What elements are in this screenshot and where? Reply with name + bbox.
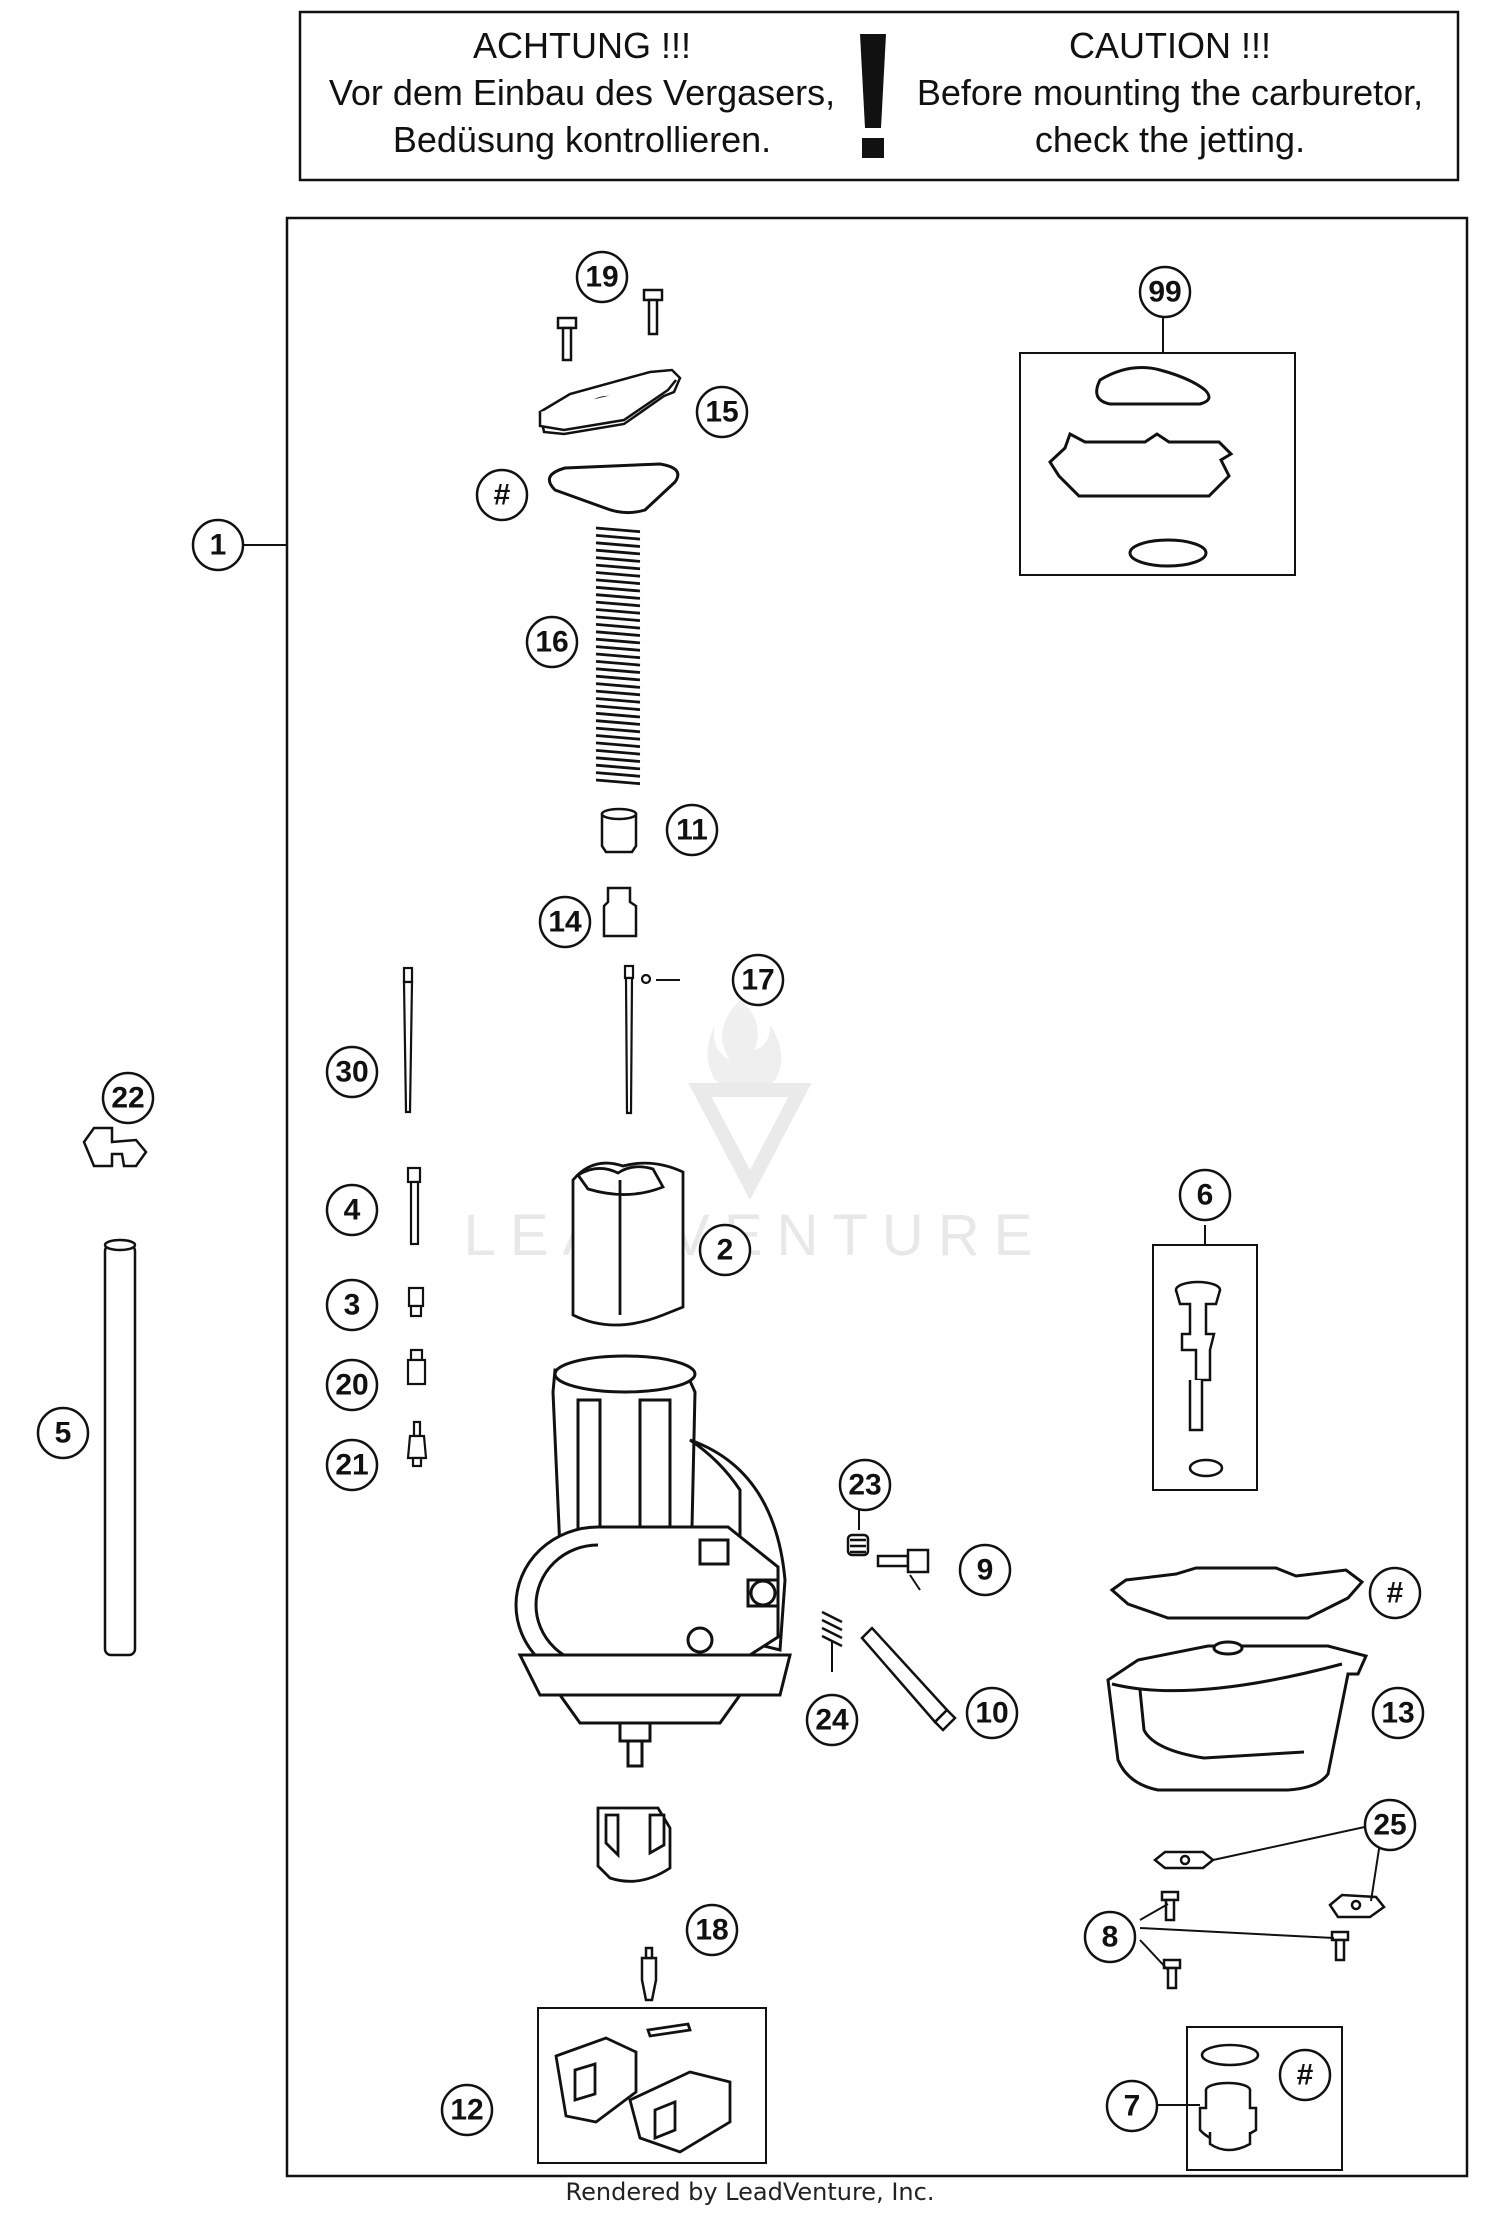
air-screw-9 <box>876 1548 930 1574</box>
watermark-text: LEADVENTURE <box>464 1203 1047 1268</box>
top-cap-gasket <box>547 462 680 515</box>
top-cap-screws <box>556 288 664 362</box>
warning-german-line1: Vor dem Einbau des Vergasers, <box>329 72 835 113</box>
callout-21: 21 <box>335 1449 368 1482</box>
footer-credit: Rendered by LeadVenture, Inc. <box>565 2178 935 2206</box>
callout-8: 8 <box>1102 1921 1119 1954</box>
throttle-spring <box>595 526 641 786</box>
callout-10: 10 <box>975 1697 1008 1730</box>
jet-20 <box>406 1348 427 1386</box>
jet-21 <box>406 1420 428 1468</box>
idle-screw-10 <box>860 1626 957 1732</box>
callout-15: 15 <box>705 396 738 429</box>
callout-12: 12 <box>450 2094 483 2127</box>
callout-20: 20 <box>335 1369 368 1402</box>
warning-german-title: ACHTUNG !!! <box>473 25 691 66</box>
top-cap-cover <box>538 368 682 436</box>
callout-11: 11 <box>676 814 708 847</box>
leadventure-watermark: LEADVENTURE <box>464 1000 1047 1268</box>
callout-7: 7 <box>1124 2090 1141 2123</box>
callout-hash-bowl: # <box>1387 1577 1404 1610</box>
callout-14: 14 <box>548 906 582 939</box>
callout-19: 19 <box>585 261 618 294</box>
callout-22: 22 <box>111 1082 144 1115</box>
callout-9: 9 <box>977 1554 994 1587</box>
callout-16: 16 <box>535 626 568 659</box>
callout-13: 13 <box>1381 1697 1414 1730</box>
warning-english-line2: check the jetting. <box>1035 119 1305 160</box>
hose-clip-22 <box>82 1126 148 1168</box>
float-assembly <box>596 1806 672 1883</box>
callout-18: 18 <box>695 1914 728 1947</box>
callout-5: 5 <box>55 1417 72 1450</box>
warning-english-line1: Before mounting the carburetor, <box>917 72 1423 113</box>
drain-plug-kit-7 <box>1186 2026 1343 2171</box>
callout-numbers: 1 2 3 4 5 6 7 8 9 10 11 12 13 14 15 16 1… <box>55 261 1415 2127</box>
vent-hose-5 <box>103 1238 137 1657</box>
callout-hash-drain: # <box>1297 2059 1314 2092</box>
needle-jet-30 <box>402 966 414 1114</box>
callout-circles <box>36 250 1425 2137</box>
spring-23 <box>846 1533 870 1557</box>
callout-30: 30 <box>335 1056 368 1089</box>
exclamation-icon <box>860 34 886 158</box>
jet-needle <box>623 964 652 1115</box>
callout-23: 23 <box>848 1469 881 1502</box>
jet-3 <box>407 1286 425 1318</box>
needle-holder <box>602 886 638 938</box>
float-bowl-13 <box>1106 1640 1369 1792</box>
callout-25: 25 <box>1373 1809 1406 1842</box>
float-kit-12 <box>537 2007 767 2164</box>
callout-3: 3 <box>344 1289 361 1322</box>
callout-2: 2 <box>717 1234 734 1267</box>
callout-17: 17 <box>741 964 774 997</box>
gasket-kit-99 <box>1019 352 1296 576</box>
callout-1: 1 <box>210 529 227 562</box>
warning-box: ACHTUNG !!! Vor dem Einbau des Vergasers… <box>298 10 1460 182</box>
carburetor-body <box>514 1354 792 1768</box>
warning-english-title: CAUTION !!! <box>1069 25 1271 66</box>
callout-hash-top: # <box>494 479 511 512</box>
throttle-slide <box>571 1161 685 1327</box>
spring-24 <box>821 1610 843 1648</box>
main-assembly-frame <box>285 216 1469 2178</box>
callout-24: 24 <box>815 1704 849 1737</box>
choke-kit-6 <box>1152 1244 1258 1491</box>
jet-4 <box>406 1166 422 1246</box>
screws-8 <box>1160 1890 1350 1990</box>
float-needle-18 <box>640 1946 658 2002</box>
callout-99: 99 <box>1148 276 1181 309</box>
spring-seat <box>600 807 638 854</box>
callout-6: 6 <box>1197 1179 1214 1212</box>
bracket-plates-25 <box>1152 1850 1386 1919</box>
callout-4: 4 <box>344 1194 361 1227</box>
float-bowl-gasket <box>1109 1566 1365 1620</box>
warning-german-line2: Bedüsung kontrollieren. <box>393 119 771 160</box>
